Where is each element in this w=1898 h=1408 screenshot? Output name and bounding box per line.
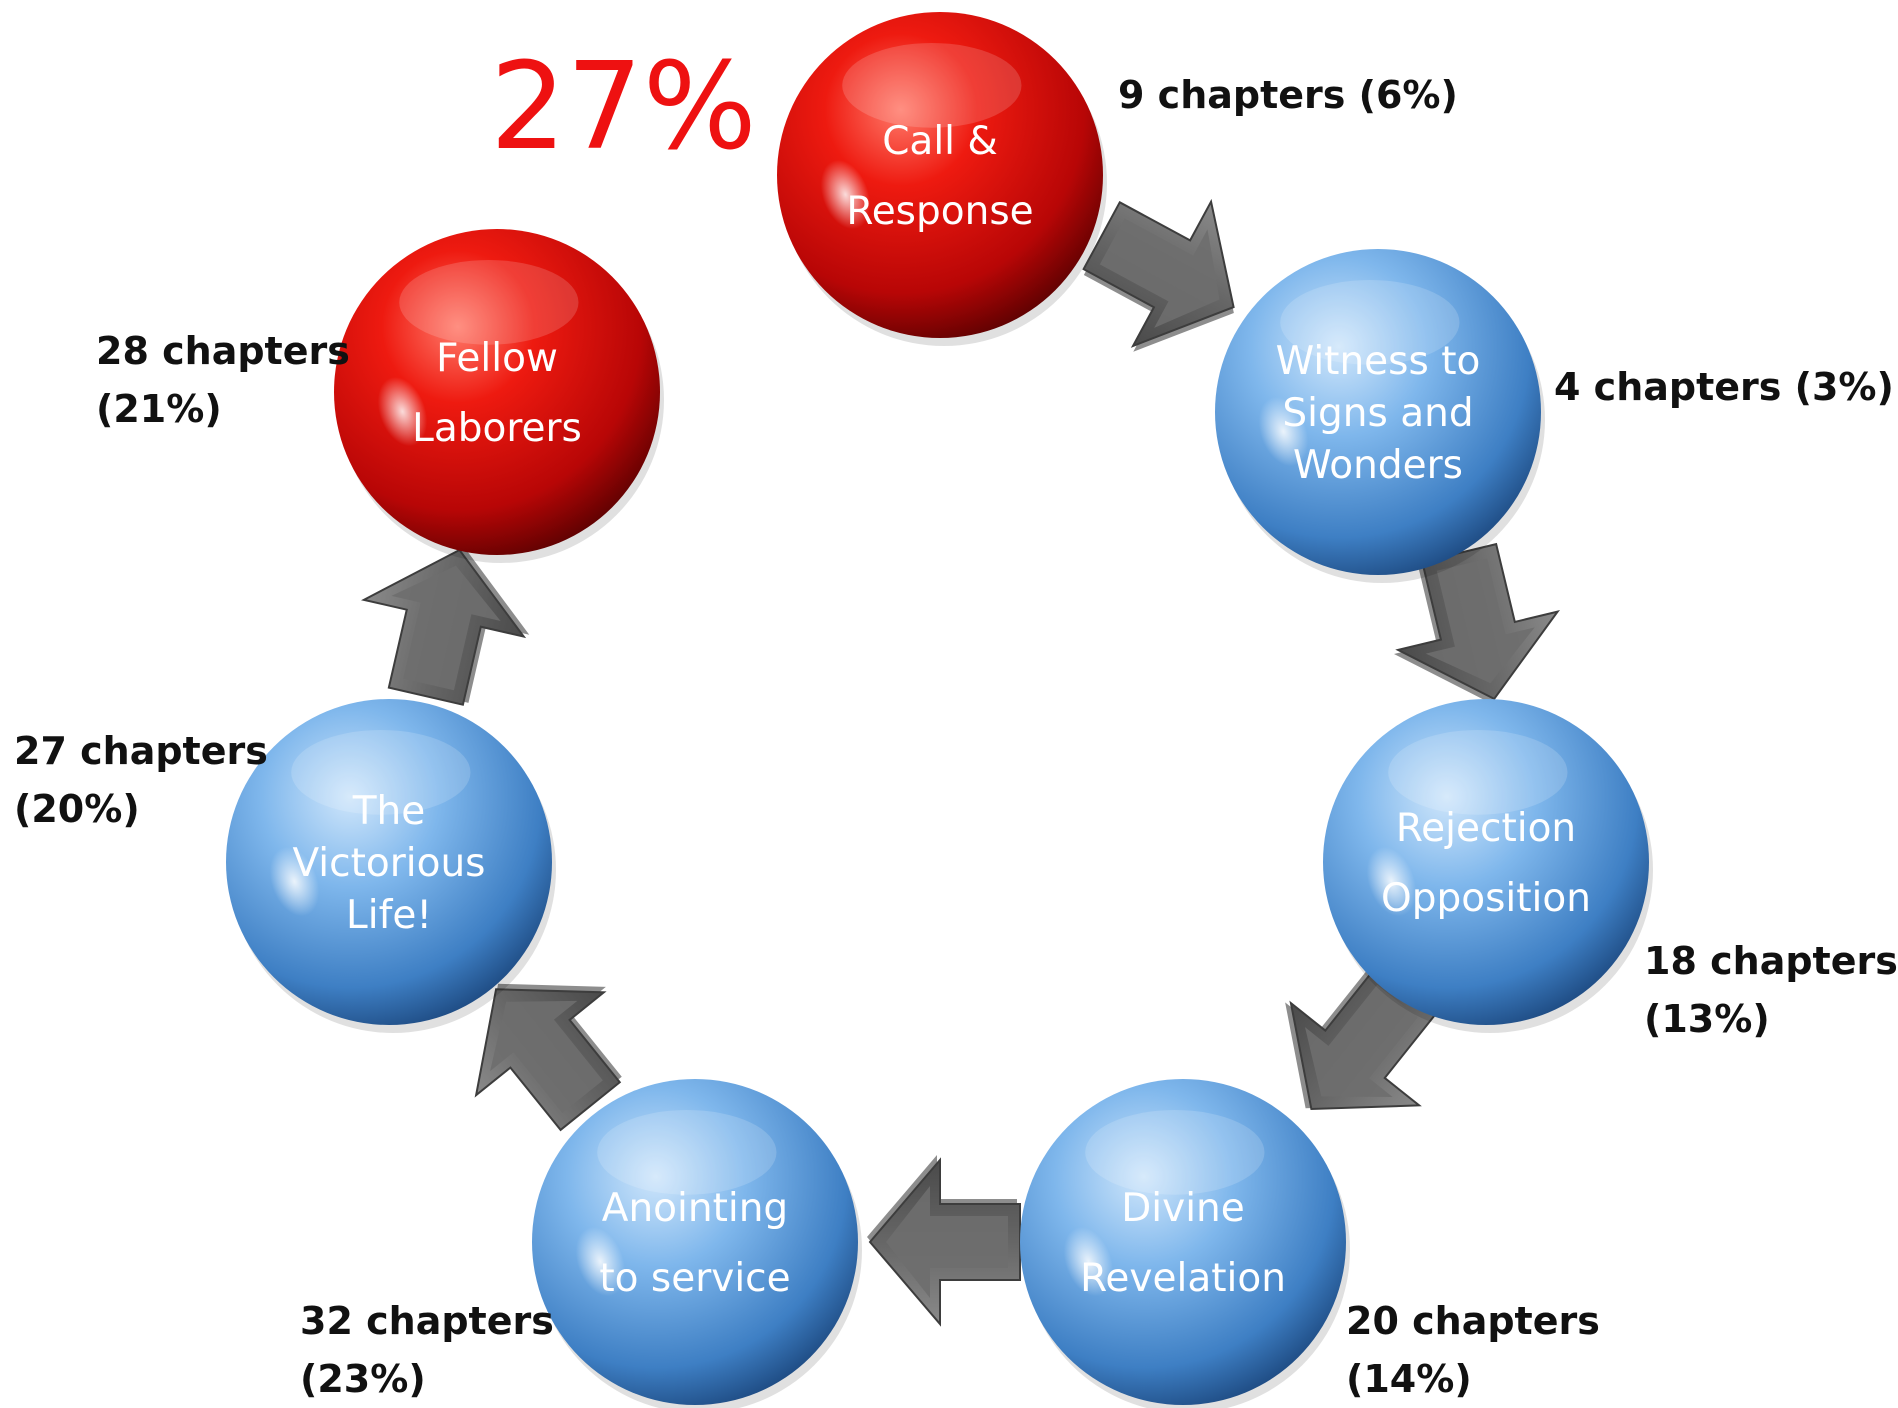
chapters-text: 27 chapters	[14, 729, 268, 773]
sphere-body-victorious-life	[226, 699, 552, 1025]
chapters-label-fellow-laborers: 28 chapters (21%)	[96, 322, 350, 438]
sphere-body-fellow-laborers	[334, 229, 660, 555]
chapters-text: 9 chapters (6%)	[1118, 73, 1458, 117]
chapters-label-anointing: 32 chapters (23%)	[300, 1292, 554, 1408]
flow-arrow-anointing-to-victorious-life	[474, 983, 622, 1132]
sphere-label-victorious-life: Life!	[346, 893, 432, 938]
chapters-text: (20%)	[14, 787, 140, 831]
chapters-text: (21%)	[96, 387, 222, 431]
chapters-text: 20 chapters	[1346, 1299, 1600, 1343]
flow-arrow-witness-to-rejection	[1393, 542, 1561, 703]
sphere-label-divine-revelation: Revelation	[1080, 1256, 1286, 1301]
chapters-text: (13%)	[1644, 997, 1770, 1041]
sphere-label-rejection: Opposition	[1381, 876, 1591, 921]
sphere-label-rejection: Rejection	[1396, 806, 1576, 851]
sphere-body-witness	[1215, 249, 1541, 575]
sphere-label-victorious-life: Victorious	[292, 841, 485, 886]
sphere-label-call-response: Call &	[882, 119, 998, 164]
sphere-body-anointing	[532, 1079, 858, 1405]
sphere-label-anointing: Anointing	[602, 1186, 788, 1231]
sphere-label-divine-revelation: Divine	[1121, 1186, 1245, 1231]
sphere-label-witness: Signs and	[1282, 391, 1473, 436]
sphere-label-fellow-laborers: Laborers	[412, 406, 582, 451]
chapters-text: 4 chapters (3%)	[1554, 365, 1894, 409]
sphere-body-divine-revelation	[1020, 1079, 1346, 1405]
flow-arrow-victorious-life-to-fellow-laborers	[361, 548, 530, 706]
flow-arrow-call-response-to-witness	[1082, 198, 1235, 352]
chapters-label-victorious-life: 27 chapters (20%)	[14, 722, 268, 838]
chapters-text: 32 chapters	[300, 1299, 554, 1343]
chapters-text: 28 chapters	[96, 329, 350, 373]
flow-arrow-divine-revelation-to-anointing	[867, 1155, 1021, 1327]
sphere-body-call-response	[777, 12, 1103, 338]
sphere-body-rejection	[1323, 699, 1649, 1025]
sphere-call-response: Call & Response	[777, 12, 1107, 346]
sphere-label-anointing: to service	[599, 1256, 790, 1301]
sphere-label-victorious-life: The	[352, 789, 426, 834]
chapters-text: 18 chapters	[1644, 939, 1898, 983]
sphere-label-witness: Wonders	[1293, 443, 1463, 488]
chapters-label-divine-revelation: 20 chapters (14%)	[1346, 1292, 1600, 1408]
sphere-anointing: Anointing to service	[532, 1079, 862, 1408]
chapters-label-call-response: 9 chapters (6%)	[1118, 66, 1458, 124]
sphere-label-fellow-laborers: Fellow	[436, 336, 558, 381]
sphere-label-call-response: Response	[846, 189, 1033, 234]
chapters-text: (14%)	[1346, 1357, 1472, 1401]
chapters-label-witness: 4 chapters (3%)	[1554, 358, 1894, 416]
chapters-text: (23%)	[300, 1357, 426, 1401]
highlight-percentage: 27%	[490, 38, 757, 177]
flow-arrow-rejection-to-divine-revelation	[1285, 966, 1437, 1111]
sphere-label-witness: Witness to	[1276, 339, 1481, 384]
chapters-label-rejection: 18 chapters (13%)	[1644, 932, 1898, 1048]
